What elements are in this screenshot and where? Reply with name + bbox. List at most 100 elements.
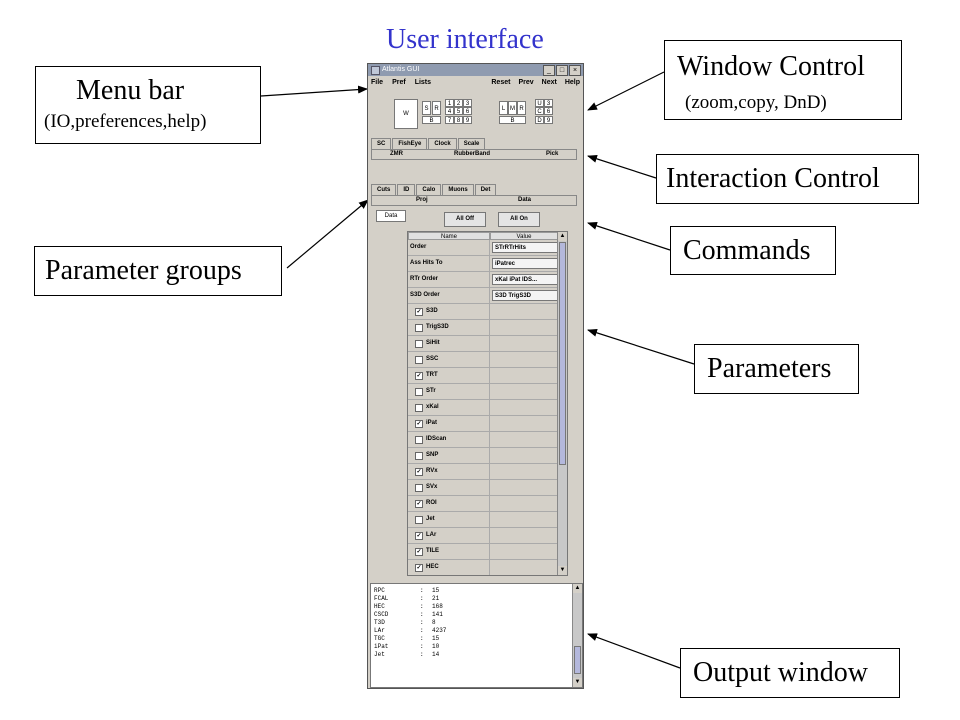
parameter-value: S3D TrigS3D (495, 293, 532, 299)
tab-rubberband[interactable]: RubberBand (454, 151, 490, 157)
window-5[interactable]: 5 (454, 107, 463, 115)
parameter-checkbox[interactable] (415, 339, 423, 348)
parameter-scrollbar[interactable]: ▲ ▼ (557, 232, 567, 575)
minimize-button[interactable]: _ (543, 65, 555, 76)
tab-fisheye[interactable]: FishEye (392, 138, 428, 149)
output-scrollbar[interactable]: ▲ ▼ (572, 584, 582, 687)
tab-scale[interactable]: Scale (457, 138, 486, 149)
parameter-value-cell (490, 368, 567, 383)
parameter-checkbox[interactable] (415, 323, 423, 332)
window-l[interactable]: L (499, 101, 508, 115)
window-m[interactable]: M (508, 101, 517, 115)
window-9b[interactable]: 9 (544, 116, 553, 124)
window-titlebar[interactable]: Atlantis GUI _ □ × (368, 64, 583, 76)
parameter-value-dropdown[interactable]: STrRTrHits▼ (492, 242, 565, 253)
app-icon (371, 66, 380, 75)
window-1[interactable]: 1 (445, 99, 454, 107)
window-6[interactable]: 6 (463, 107, 472, 115)
parameter-value-dropdown[interactable]: xKal iPat IDS...▼ (492, 274, 565, 285)
parameter-checkbox[interactable] (415, 451, 423, 460)
parameter-name: SiHit (426, 340, 440, 346)
tab-proj[interactable]: Proj (416, 197, 428, 203)
parameter-checkbox[interactable] (415, 515, 423, 524)
output-line: LAr:4237 (371, 627, 582, 635)
parameter-checkbox[interactable]: ✓ (415, 419, 423, 428)
parameter-value-dropdown[interactable]: iPatrec▼ (492, 258, 565, 269)
output-key: T3D (374, 619, 385, 626)
parameter-name: RVx (426, 468, 438, 474)
menu-next[interactable]: Next (541, 78, 557, 86)
side-data-button[interactable]: Data (376, 210, 406, 222)
parameter-row: ✓TILE (408, 544, 567, 560)
window-r2[interactable]: R (517, 101, 526, 115)
menu-lists[interactable]: Lists (414, 78, 432, 86)
parameter-checkbox[interactable]: ✓ (415, 531, 423, 540)
parameter-name: S3D Order (408, 288, 490, 303)
window-b1[interactable]: B (422, 116, 441, 124)
value-column-header[interactable]: Value (490, 232, 558, 240)
window-4[interactable]: 4 (445, 107, 454, 115)
parameter-checkbox[interactable] (415, 387, 423, 396)
window-s[interactable]: S (422, 101, 431, 115)
window-w[interactable]: W (394, 99, 418, 129)
window-u[interactable]: U (535, 99, 544, 107)
window-3[interactable]: 3 (463, 99, 472, 107)
menu-file[interactable]: File (371, 78, 384, 86)
menu-bar: File Pref Lists Reset Prev Next Help (368, 76, 583, 88)
all-on-button[interactable]: All On (498, 212, 540, 227)
window-7[interactable]: 7 (445, 116, 454, 124)
tab-pick[interactable]: Pick (546, 151, 559, 157)
parameter-checkbox[interactable] (415, 403, 423, 412)
window-8[interactable]: 8 (454, 116, 463, 124)
tab-sc[interactable]: SC (371, 138, 392, 149)
parameter-checkbox[interactable] (415, 435, 423, 444)
name-column-header[interactable]: Name (408, 232, 490, 240)
window-b2[interactable]: B (499, 116, 526, 124)
menu-help[interactable]: Help (564, 78, 580, 86)
parameter-row: STr (408, 384, 567, 400)
tab-clock[interactable]: Clock (428, 138, 457, 149)
output-line: CSCD:141 (371, 611, 582, 619)
output-separator: : (420, 635, 424, 642)
output-key: TGC (374, 635, 385, 642)
window-6b[interactable]: 6 (544, 107, 553, 115)
tab-cuts[interactable]: Cuts (371, 184, 397, 195)
maximize-button[interactable]: □ (556, 65, 568, 76)
menu-prev[interactable]: Prev (518, 78, 534, 86)
tab-data[interactable]: Data (518, 197, 532, 203)
window-d[interactable]: D (535, 116, 544, 124)
parameter-checkbox[interactable]: ✓ (415, 467, 423, 476)
window-9[interactable]: 9 (463, 116, 472, 124)
parameter-row: ✓iPat (408, 416, 567, 432)
menu-pref[interactable]: Pref (392, 78, 406, 86)
parameter-name: LAr (426, 532, 437, 538)
parameter-checkbox[interactable]: ✓ (415, 307, 423, 316)
parameter-checkbox[interactable]: ✓ (415, 547, 423, 556)
window-3b[interactable]: 3 (544, 99, 553, 107)
parameter-checkbox[interactable]: ✓ (415, 563, 423, 572)
all-off-button[interactable]: All Off (444, 212, 486, 227)
tab-muons[interactable]: Muons (442, 184, 474, 195)
window-r[interactable]: R (432, 101, 441, 115)
window-c[interactable]: C (535, 107, 544, 115)
scroll-down-icon[interactable]: ▼ (558, 566, 567, 575)
tab-id[interactable]: ID (397, 184, 416, 195)
parameter-checkbox[interactable] (415, 355, 423, 364)
commands-callout: Commands (670, 226, 836, 275)
parameter-checkbox[interactable] (415, 483, 423, 492)
output-scroll-down-icon[interactable]: ▼ (573, 678, 582, 687)
scroll-thumb[interactable] (559, 242, 566, 465)
menu-reset[interactable]: Reset (491, 78, 511, 86)
output-scroll-up-icon[interactable]: ▲ (573, 584, 582, 593)
tab-calo[interactable]: Calo (416, 184, 442, 195)
parameter-value-dropdown[interactable]: S3D TrigS3D▼ (492, 290, 565, 301)
scroll-up-icon[interactable]: ▲ (558, 232, 567, 241)
tab-zmr[interactable]: ZMR (390, 151, 403, 157)
window-2[interactable]: 2 (454, 99, 463, 107)
tab-det[interactable]: Det (474, 184, 497, 195)
parameter-checkbox[interactable]: ✓ (415, 499, 423, 508)
output-scroll-thumb[interactable] (574, 646, 581, 674)
parameter-checkbox[interactable]: ✓ (415, 371, 423, 380)
close-button[interactable]: × (569, 65, 581, 76)
